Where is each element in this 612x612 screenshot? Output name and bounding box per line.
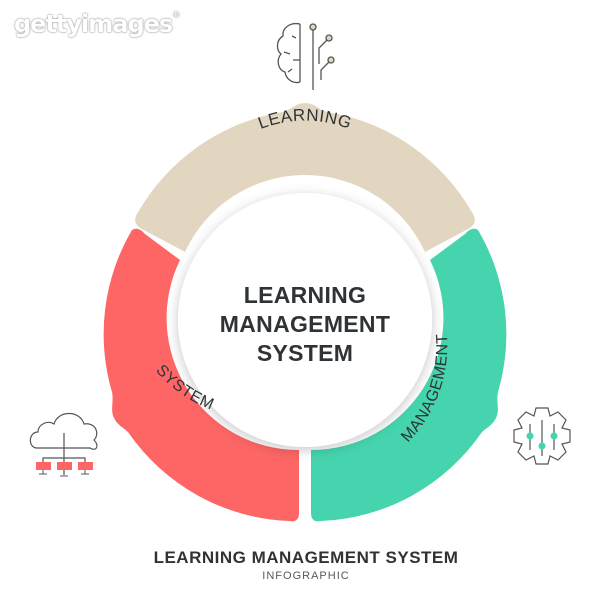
segment-management — [311, 228, 507, 522]
center-title-line-3: SYSTEM — [256, 340, 354, 366]
center-title: LEARNING MANAGEMENT SYSTEM — [180, 281, 430, 368]
center-circle — [178, 193, 432, 447]
gear-sliders-icon — [513, 407, 571, 465]
watermark: gettyimages® — [14, 10, 180, 38]
footer-subtitle: INFOGRAPHIC — [262, 570, 350, 582]
segment-system — [103, 228, 299, 522]
segment-learning — [135, 103, 475, 252]
brain-circuit-icon — [276, 22, 335, 90]
cloud-network-icon — [29, 412, 98, 477]
watermark-text: gettyimages — [14, 10, 173, 38]
center-title-line-1: LEARNING — [243, 282, 367, 308]
watermark-registered-mark: ® — [172, 10, 180, 19]
center-title-line-2: MANAGEMENT — [219, 311, 391, 337]
footer-title: LEARNING MANAGEMENT SYSTEM — [153, 548, 459, 567]
